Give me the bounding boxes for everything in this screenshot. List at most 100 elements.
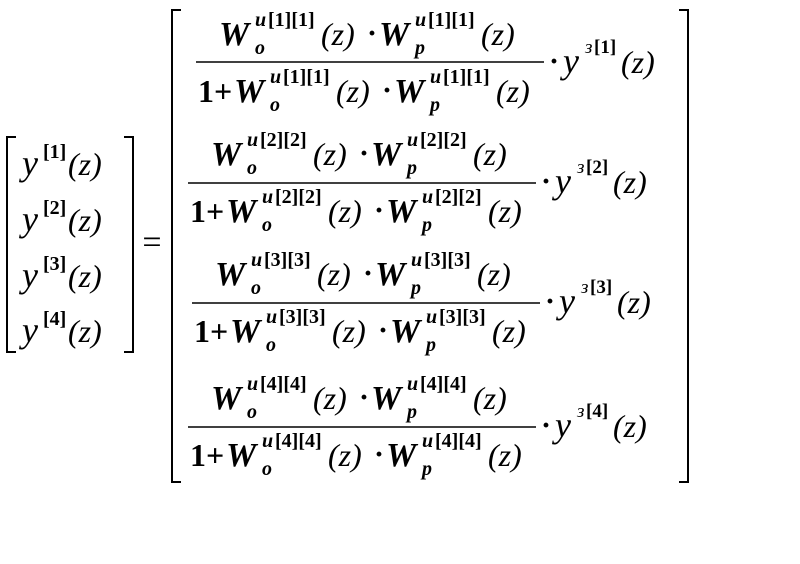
W-superscript-u: u — [422, 430, 433, 452]
W-superscript-index: [1][1] — [283, 66, 330, 88]
dot-operator: · — [541, 165, 551, 198]
W-symbol: W — [375, 256, 408, 293]
rhs-left-bracket — [171, 9, 181, 483]
W-subscript: p — [420, 214, 432, 236]
lhs-var-y: y — [19, 255, 38, 295]
lhs-left-bracket — [6, 136, 16, 353]
argument-z: (z) — [317, 256, 351, 292]
lhs-argument: (z) — [68, 313, 102, 349]
y-symbol: y — [560, 41, 579, 81]
one-plus: 1+ — [194, 313, 228, 349]
W-subscript: o — [262, 458, 272, 480]
y-symbol: y — [556, 281, 575, 321]
W-subscript: o — [255, 37, 265, 59]
W-superscript-u: u — [247, 129, 258, 151]
argument-z: (z) — [332, 313, 366, 349]
lhs-superscript: [2] — [43, 197, 66, 219]
W-subscript: o — [266, 334, 276, 356]
W-superscript-index: [4][4] — [260, 373, 307, 395]
argument-z: (z) — [328, 437, 362, 473]
W-superscript-index: [1][1] — [443, 66, 490, 88]
W-symbol: W — [386, 437, 419, 474]
rhs-vector — [171, 9, 689, 483]
W-symbol: W — [219, 16, 252, 53]
dot-operator: · — [374, 438, 384, 471]
W-superscript-u: u — [407, 129, 418, 151]
lhs-entry: y[2](z) — [19, 197, 102, 239]
W-superscript-u: u — [247, 373, 258, 395]
lhs-entry: y[4](z) — [19, 308, 102, 350]
W-subscript: p — [428, 94, 440, 116]
W-superscript-u: u — [266, 306, 277, 328]
lhs-superscript: [1] — [43, 141, 66, 163]
y-superscript-index: [4] — [586, 401, 608, 422]
y-superscript-letter: з — [580, 277, 588, 298]
W-superscript-u: u — [422, 186, 433, 208]
W-superscript-index: [3][3] — [439, 306, 486, 328]
lhs-argument: (z) — [68, 258, 102, 294]
W-symbol: W — [386, 193, 419, 230]
W-subscript: o — [247, 401, 257, 423]
argument-z: (z) — [496, 73, 530, 109]
lhs-argument: (z) — [68, 146, 102, 182]
W-symbol: W — [379, 16, 412, 53]
argument-z: (z) — [481, 16, 515, 52]
dot-operator: · — [374, 194, 384, 227]
W-superscript-index: [1][1] — [268, 9, 315, 31]
lhs-superscript: [4] — [43, 308, 66, 330]
dot-operator: · — [367, 17, 377, 50]
W-subscript: o — [247, 157, 257, 179]
y-superscript-index: [3] — [590, 277, 612, 298]
lhs-var-y: y — [19, 199, 38, 239]
W-subscript: p — [420, 458, 432, 480]
W-superscript-index: [2][2] — [420, 129, 467, 151]
one-plus: 1+ — [190, 193, 224, 229]
lhs-entry: y[3](z) — [19, 253, 102, 295]
dot-operator: · — [363, 257, 373, 290]
dot-operator: · — [541, 409, 551, 442]
W-superscript-index: [2][2] — [260, 129, 307, 151]
lhs-entry: y[1](z) — [19, 141, 102, 183]
W-subscript: o — [262, 214, 272, 236]
W-symbol: W — [371, 136, 404, 173]
W-symbol: W — [211, 136, 244, 173]
lhs-superscript: [3] — [43, 253, 66, 275]
W-superscript-index: [2][2] — [275, 186, 322, 208]
W-superscript-u: u — [411, 249, 422, 271]
lhs-vector — [6, 136, 134, 353]
W-symbol: W — [394, 73, 427, 110]
y-superscript-index: [1] — [594, 37, 616, 58]
dot-operator: · — [545, 285, 555, 318]
dot-operator: · — [378, 314, 388, 347]
W-symbol: W — [226, 193, 259, 230]
one-plus: 1+ — [190, 437, 224, 473]
argument-z: (z) — [336, 73, 370, 109]
y-superscript-letter: з — [576, 157, 584, 178]
argument-z: (z) — [473, 380, 507, 416]
lhs-var-y: y — [19, 143, 38, 183]
y-symbol: y — [552, 161, 571, 201]
W-superscript-u: u — [415, 9, 426, 31]
W-subscript: o — [251, 277, 261, 299]
lhs-vector-entries: y[1](z)y[2](z)y[3](z)y[4](z) — [19, 141, 102, 350]
equals-sign: = — [142, 224, 161, 261]
argument-z: (z) — [613, 164, 647, 200]
W-superscript-u: u — [430, 66, 441, 88]
argument-z: (z) — [613, 408, 647, 444]
lhs-var-y: y — [19, 310, 38, 350]
W-superscript-index: [3][3] — [279, 306, 326, 328]
dot-operator: · — [382, 74, 392, 107]
